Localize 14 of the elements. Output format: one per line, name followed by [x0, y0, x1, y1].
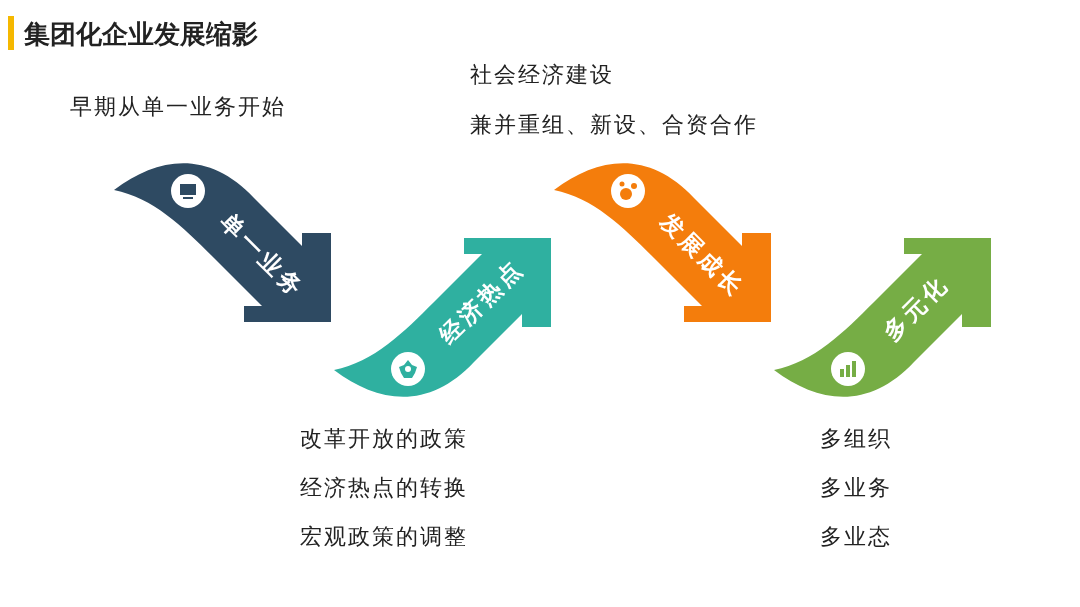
note-text: 兼并重组、新设、合资合作	[470, 111, 758, 139]
arrow-label: 单一业务	[214, 206, 312, 305]
note-text: 宏观政策的调整	[300, 523, 468, 551]
arrow-label: 经济热点	[432, 252, 530, 351]
note-text: 早期从单一业务开始	[70, 93, 286, 121]
arrow-label: 多元化	[876, 268, 955, 348]
note-text: 经济热点的转换	[300, 474, 468, 502]
title: 集团化企业发展缩影	[24, 18, 258, 51]
arrow-label: 发展成长	[654, 206, 752, 305]
note-text: 多业务	[820, 474, 892, 502]
note-text: 社会经济建设	[470, 61, 614, 89]
note-text: 改革开放的政策	[300, 425, 468, 453]
note-text: 多组织	[820, 425, 892, 453]
note-text: 多业态	[820, 523, 892, 551]
